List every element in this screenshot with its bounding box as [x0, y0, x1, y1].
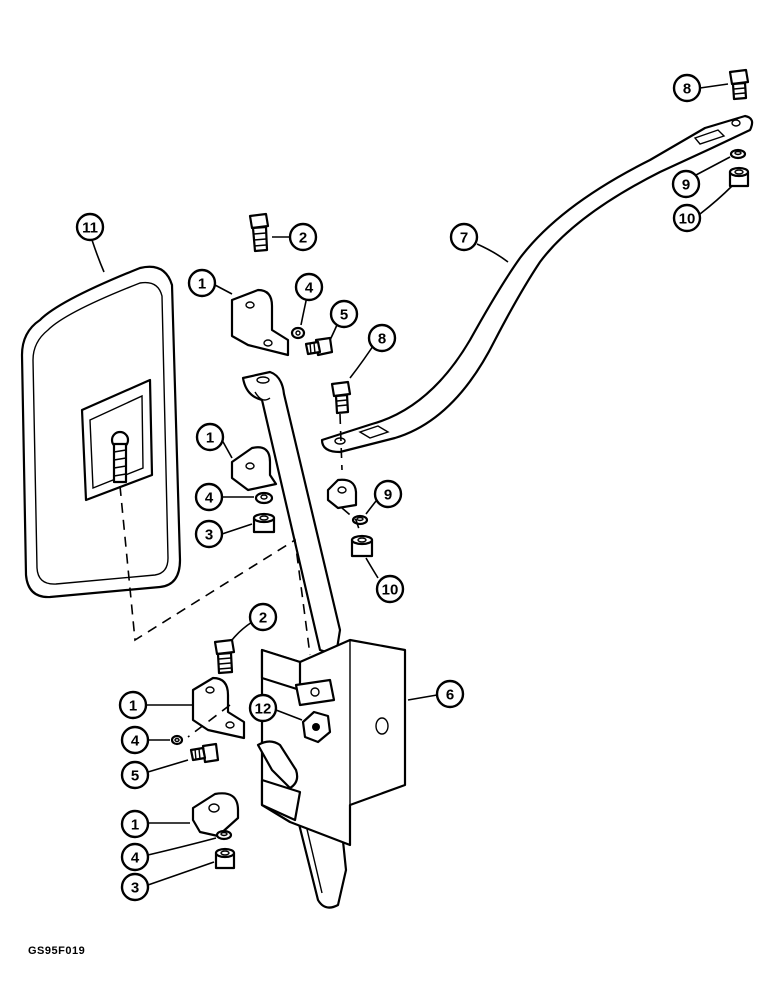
callout-4-b: 4 — [194, 482, 224, 512]
washer-4-bottom — [215, 829, 233, 841]
svg-text:1: 1 — [198, 276, 206, 293]
callout-2-mid: 2 — [248, 602, 278, 632]
callout-1-d: 1 — [120, 809, 150, 839]
callout-3-d: 3 — [120, 872, 150, 902]
svg-text:5: 5 — [340, 307, 348, 324]
svg-text:4: 4 — [205, 490, 214, 507]
svg-text:3: 3 — [205, 527, 213, 544]
nut-10-mid — [350, 534, 374, 558]
callout-8-mid: 8 — [367, 323, 397, 353]
svg-text:11: 11 — [82, 220, 98, 237]
clamp-bracket-bottom — [191, 792, 240, 838]
svg-text:1: 1 — [131, 817, 139, 834]
svg-text:6: 6 — [446, 687, 454, 704]
figure-code: GS95F019 — [28, 945, 86, 957]
svg-text:9: 9 — [682, 177, 690, 194]
svg-text:10: 10 — [382, 582, 399, 599]
svg-text:1: 1 — [206, 430, 214, 447]
clamp-bracket-lower — [191, 676, 246, 740]
nut-3-bottom — [214, 847, 236, 870]
bolt-12 — [301, 710, 332, 744]
washer-4-mid — [254, 491, 274, 505]
svg-text:12: 12 — [255, 701, 272, 718]
washer-4-top — [290, 326, 306, 340]
callout-10-mid: 10 — [375, 574, 405, 604]
callout-4-a: 4 — [294, 272, 324, 302]
svg-text:3: 3 — [131, 880, 139, 897]
callout-4-c: 4 — [120, 725, 150, 755]
svg-text:7: 7 — [460, 230, 468, 247]
svg-text:9: 9 — [384, 487, 392, 504]
bolt-2-mid — [213, 638, 236, 675]
mounting-bracket — [256, 638, 407, 847]
bolt-8-top — [728, 68, 750, 101]
bolt-2-top — [248, 212, 270, 253]
nut-10-top — [728, 166, 750, 188]
callout-2-top: 2 — [288, 222, 318, 252]
callout-9-top: 9 — [671, 169, 701, 199]
callout-1-c: 1 — [118, 690, 148, 720]
svg-text:2: 2 — [259, 610, 267, 627]
svg-text:2: 2 — [299, 230, 307, 247]
brace-arm — [320, 114, 754, 454]
clamp-bracket-mid — [230, 446, 278, 492]
callout-1-b: 1 — [195, 422, 225, 452]
callout-7: 7 — [449, 222, 479, 252]
callout-5-a: 5 — [329, 299, 359, 329]
svg-text:10: 10 — [679, 211, 696, 228]
svg-text:4: 4 — [131, 850, 140, 867]
svg-text:8: 8 — [378, 331, 386, 348]
callout-12: 12 — [248, 693, 278, 723]
callout-8-top: 8 — [672, 73, 702, 103]
callout-4-d: 4 — [120, 842, 150, 872]
callout-9-mid: 9 — [373, 479, 403, 509]
svg-text:1: 1 — [129, 698, 137, 715]
leader-lines — [91, 83, 733, 886]
callout-6: 6 — [435, 679, 465, 709]
bolt-8-mid — [330, 380, 352, 415]
callout-1-a: 1 — [187, 268, 217, 298]
washer-4-lower — [170, 734, 184, 746]
mirror-head — [20, 265, 182, 599]
svg-text:4: 4 — [131, 733, 140, 750]
svg-text:5: 5 — [131, 768, 139, 785]
callout-11: 11 — [75, 212, 105, 242]
clamp-bracket-brace — [326, 478, 358, 510]
callout-10-top: 10 — [672, 203, 702, 233]
washer-9-top — [729, 148, 747, 160]
nut-3-mid — [252, 512, 276, 534]
bolt-5-top — [304, 336, 334, 357]
callout-3-b: 3 — [194, 519, 224, 549]
bolt-5-lower — [189, 742, 220, 764]
assembly-dashed-lines — [119, 413, 361, 738]
svg-text:4: 4 — [305, 280, 314, 297]
callout-5-c: 5 — [120, 760, 150, 790]
svg-text:8: 8 — [683, 81, 691, 98]
clamp-bracket-upper — [230, 288, 290, 357]
